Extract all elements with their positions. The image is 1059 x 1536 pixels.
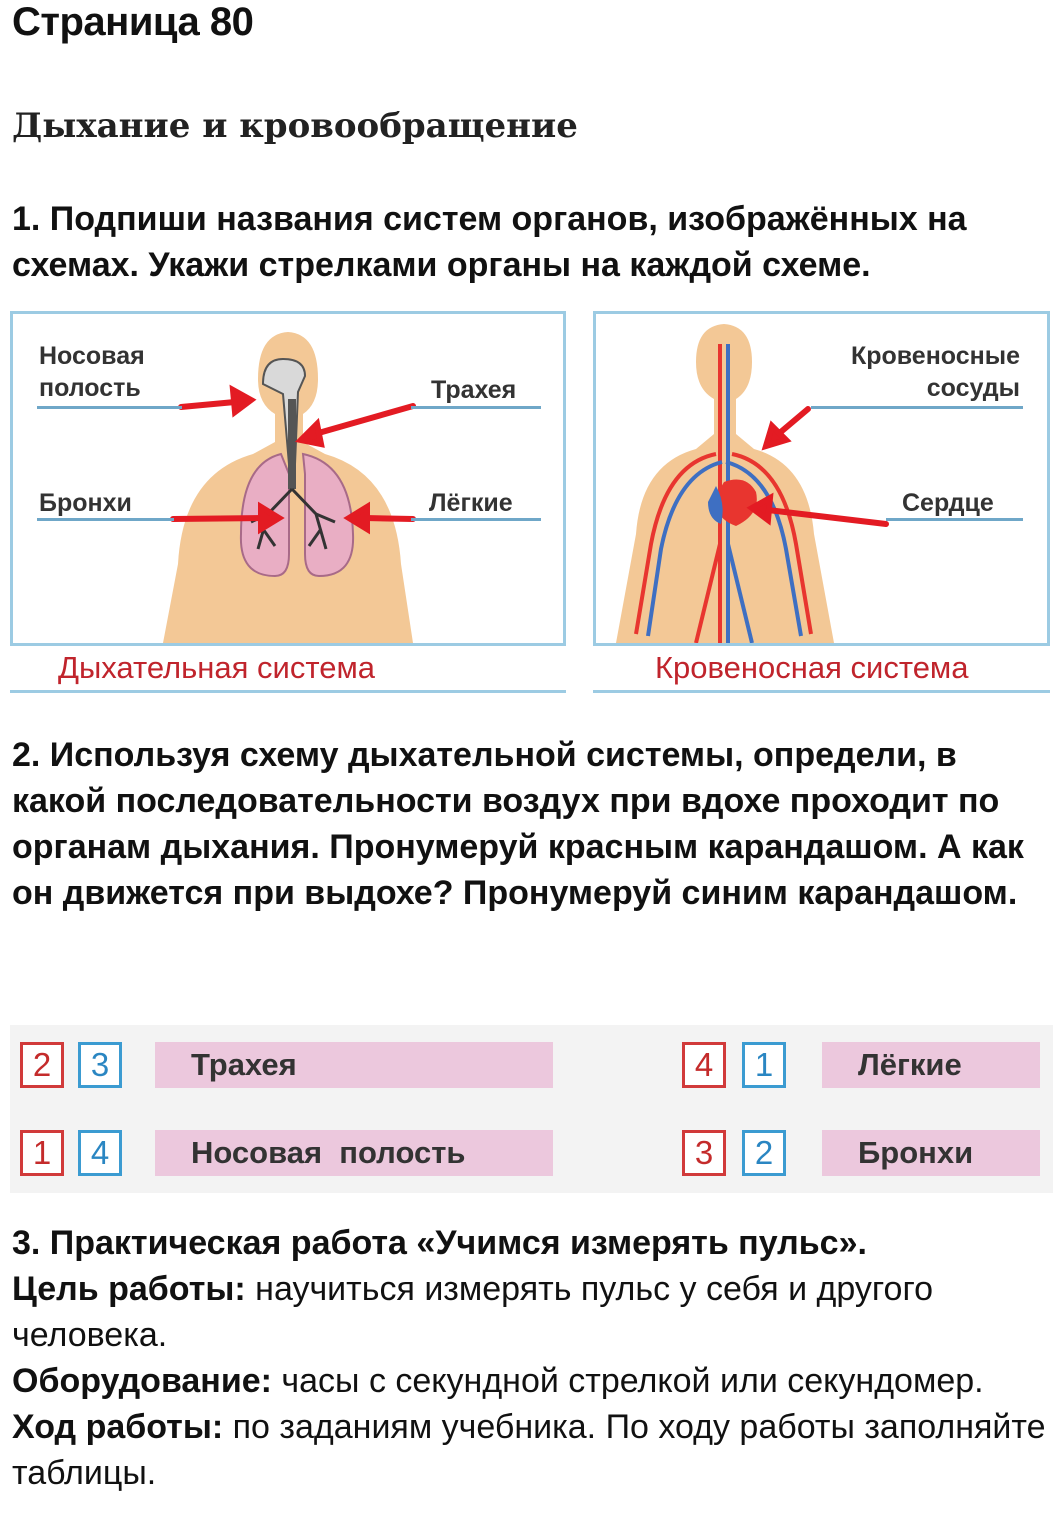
label-nasal-cavity: Носовая полость: [39, 342, 145, 402]
label-heart: Сердце: [902, 489, 994, 517]
page-title: Страница 80: [12, 0, 254, 44]
organ-label: Лёгкие: [822, 1042, 1040, 1088]
label-blood-vessels: Кровеносные сосуды: [850, 342, 1020, 402]
circulatory-illustration: [616, 324, 889, 643]
respiratory-diagram: Носовая полость Трахея Бронхи Лёгкие: [10, 311, 566, 646]
task-3-goal: Цель работы: научиться измерять пульс у …: [12, 1270, 934, 1354]
label-bronchi: Бронхи: [39, 489, 132, 517]
organ-label: Бронхи: [822, 1130, 1040, 1176]
task-2-text: 2. Используя схему дыхательной системы, …: [12, 736, 1024, 912]
task-3-procedure: Ход работы: по заданиям учебника. По ход…: [12, 1408, 1046, 1492]
organ-label: Носовая полость: [155, 1130, 553, 1176]
exhale-number: 4: [78, 1130, 122, 1176]
exhale-number: 3: [78, 1042, 122, 1088]
circulatory-caption: Кровеносная система: [655, 650, 969, 685]
exhale-number: 2: [742, 1130, 786, 1176]
label-lungs: Лёгкие: [429, 489, 513, 517]
exhale-number: 1: [742, 1042, 786, 1088]
inhale-number: 3: [682, 1130, 726, 1176]
task-3: 3. Практическая работа «Учимся измерять …: [12, 1220, 1052, 1496]
circulatory-diagram: Кровеносные сосуды Сердце: [593, 311, 1050, 646]
organ-label: Трахея: [155, 1042, 553, 1088]
sequence-answers: 2 3 Трахея 4 1 Лёгкие 1 4 Носовая полост…: [10, 1025, 1053, 1193]
respiratory-caption: Дыхательная система: [58, 650, 376, 685]
task-1-text: 1. Подпиши названия систем органов, изоб…: [12, 200, 967, 284]
respiratory-illustration: [163, 332, 416, 643]
inhale-number: 2: [20, 1042, 64, 1088]
label-trachea: Трахея: [431, 376, 517, 404]
task-3-heading: 3. Практическая работа «Учимся измерять …: [12, 1224, 867, 1262]
task-3-equipment: Оборудование: часы с секундной стрелкой …: [12, 1362, 984, 1400]
section-title: Дыхание и кровообращение: [12, 106, 578, 146]
inhale-number: 4: [682, 1042, 726, 1088]
inhale-number: 1: [20, 1130, 64, 1176]
